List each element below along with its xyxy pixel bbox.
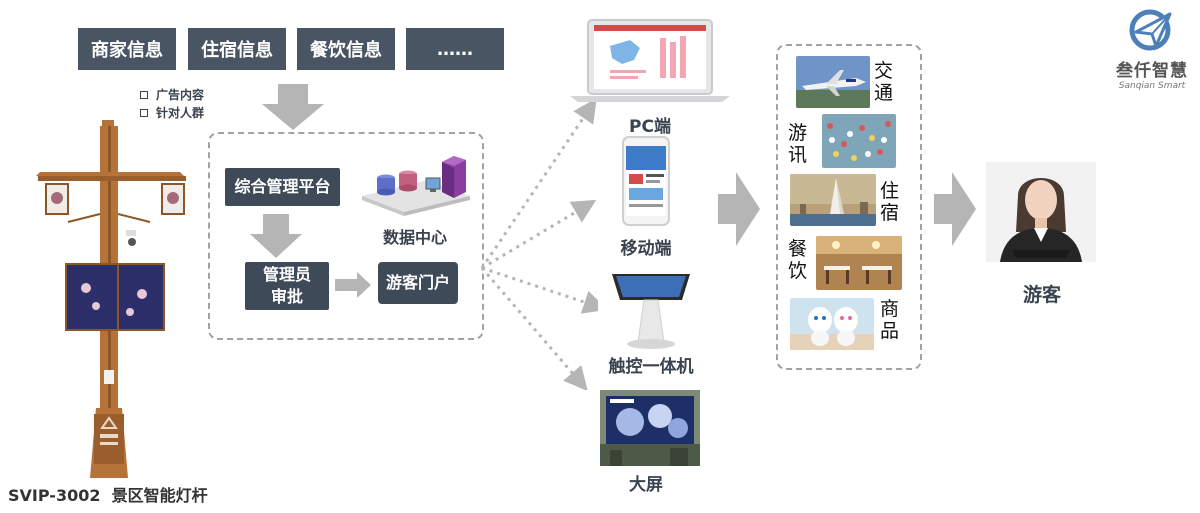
categories-dashed-box (776, 44, 922, 370)
platform-dashed-box (208, 132, 484, 340)
category-travel-info: 游 讯 (788, 122, 807, 166)
bullet-ad-content: 广告内容 (140, 86, 204, 103)
tag-lodging-info: 住宿信息 (188, 28, 286, 70)
category-transport: 交 通 (874, 60, 893, 104)
logo-subtitle: Sanqian Smart (1118, 81, 1186, 91)
visitor-portrait-image (986, 162, 1096, 262)
terminal-label-screen: 大屏 (629, 475, 663, 495)
category-text-line1: 交 (874, 60, 894, 82)
category-text-line1: 商 (880, 298, 900, 320)
big-screen-image (600, 390, 700, 466)
tourist-portal-box: 游客门户 (378, 262, 458, 304)
category-text-line1: 餐 (788, 238, 808, 260)
souvenir-photo (790, 298, 874, 350)
category-lodging: 住 宿 (880, 180, 899, 224)
mgmt-platform-box: 综合管理平台 (225, 168, 340, 206)
dotted-connector-arrows (480, 100, 598, 390)
pole-caption: SVIP-3002 景区智能灯杆 (8, 486, 208, 505)
category-text-line2: 通 (874, 82, 894, 104)
laptop-image (570, 19, 730, 102)
smart-light-pole-image (36, 120, 186, 478)
admin-review-line1: 管理员 (262, 265, 311, 284)
category-text-line1: 住 (880, 180, 900, 202)
category-text-line1: 游 (788, 122, 808, 144)
mobile-phone-image (622, 136, 670, 226)
logo-title: 叁仟智慧 (1116, 61, 1188, 81)
bullet-square-icon (140, 90, 148, 99)
right-arrow-icon (934, 172, 976, 246)
tag-more-info: …… (406, 28, 504, 70)
admin-review-box: 管理员 审批 (245, 262, 329, 310)
terminal-label-mobile: 移动端 (620, 239, 672, 259)
touch-kiosk-image (612, 274, 690, 349)
category-text-line2: 饮 (788, 260, 808, 282)
terminal-label-kiosk: 触控一体机 (608, 357, 694, 377)
category-dining: 餐 饮 (788, 238, 807, 282)
hotel-photo (790, 174, 876, 226)
tag-merchant-info: 商家信息 (78, 28, 176, 70)
category-text-line2: 讯 (788, 144, 808, 166)
bullet-label: 针对人群 (156, 106, 205, 120)
right-arrow-icon (335, 272, 371, 298)
admin-review-line2: 审批 (270, 287, 303, 306)
restaurant-photo (816, 236, 902, 290)
down-arrow-icon (250, 214, 302, 258)
tag-dining-info: 餐饮信息 (297, 28, 395, 70)
right-arrow-icon (718, 172, 760, 246)
category-text-line2: 品 (880, 320, 900, 342)
server-icon (362, 156, 470, 216)
airplane-photo (796, 56, 870, 108)
category-goods: 商 品 (880, 298, 899, 342)
category-text-line2: 宿 (880, 202, 900, 224)
down-arrow-icon (262, 84, 324, 130)
bullet-target-audience: 针对人群 (140, 104, 204, 121)
logo-icon (1129, 9, 1172, 51)
crowd-photo (822, 114, 896, 168)
bullet-label: 广告内容 (156, 88, 205, 102)
terminal-label-pc: PC端 (629, 117, 671, 137)
data-center-label: 数据中心 (382, 228, 447, 247)
bullet-square-icon (140, 108, 148, 117)
visitor-label: 游客 (1022, 284, 1061, 306)
brand-logo: 叁仟智慧 Sanqian Smart (1110, 6, 1194, 91)
